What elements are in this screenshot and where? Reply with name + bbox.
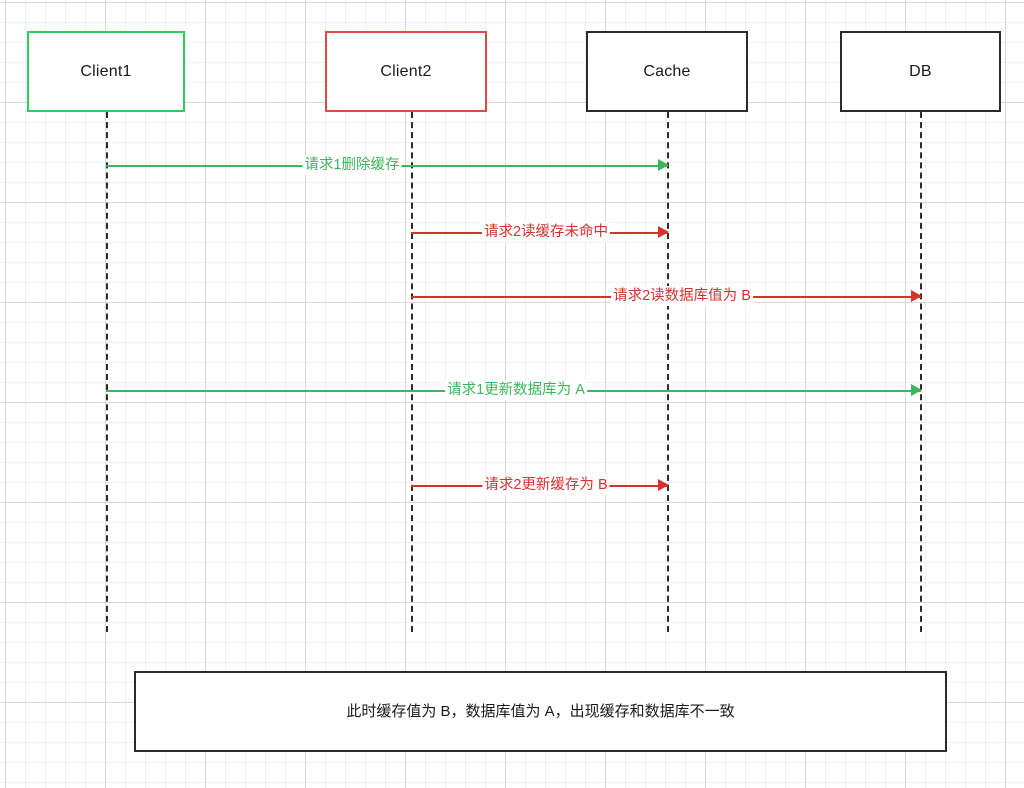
message-arrow-1[interactable]: 请求1删除缓存 <box>106 155 669 176</box>
lifeline-client2 <box>411 112 413 632</box>
message-label-5: 请求2更新缓存为 B <box>482 475 610 495</box>
participant-box-client1[interactable]: Client1 <box>27 31 185 112</box>
message-arrow-3[interactable]: 请求2读数据库值为 B <box>411 286 922 307</box>
participant-box-client2[interactable]: Client2 <box>325 31 487 112</box>
arrowhead-icon-1 <box>658 159 669 171</box>
message-label-1: 请求1删除缓存 <box>302 155 402 175</box>
message-label-2: 请求2读缓存未命中 <box>481 222 611 242</box>
note-box[interactable]: 此时缓存值为 B，数据库值为 A，出现缓存和数据库不一致 <box>134 671 947 752</box>
participant-box-cache[interactable]: Cache <box>586 31 748 112</box>
message-label-3: 请求2读数据库值为 B <box>611 286 753 306</box>
participant-label-db: DB <box>909 62 932 80</box>
lifeline-cache <box>667 112 669 632</box>
arrowhead-icon-2 <box>658 226 669 238</box>
message-arrow-2[interactable]: 请求2读缓存未命中 <box>411 222 669 243</box>
arrowhead-icon-4 <box>911 384 922 396</box>
note-text: 此时缓存值为 B，数据库值为 A，出现缓存和数据库不一致 <box>346 703 735 720</box>
lifeline-db <box>920 112 922 632</box>
participant-label-client2: Client2 <box>380 62 432 80</box>
participant-label-cache: Cache <box>643 62 691 80</box>
arrowhead-icon-3 <box>911 290 922 302</box>
lifeline-client1 <box>106 112 108 632</box>
message-arrow-5[interactable]: 请求2更新缓存为 B <box>411 475 669 496</box>
participant-box-db[interactable]: DB <box>840 31 1001 112</box>
message-arrow-4[interactable]: 请求1更新数据库为 A <box>106 380 922 401</box>
message-label-4: 请求1更新数据库为 A <box>445 380 587 400</box>
arrowhead-icon-5 <box>658 479 669 491</box>
participant-label-client1: Client1 <box>80 62 132 80</box>
